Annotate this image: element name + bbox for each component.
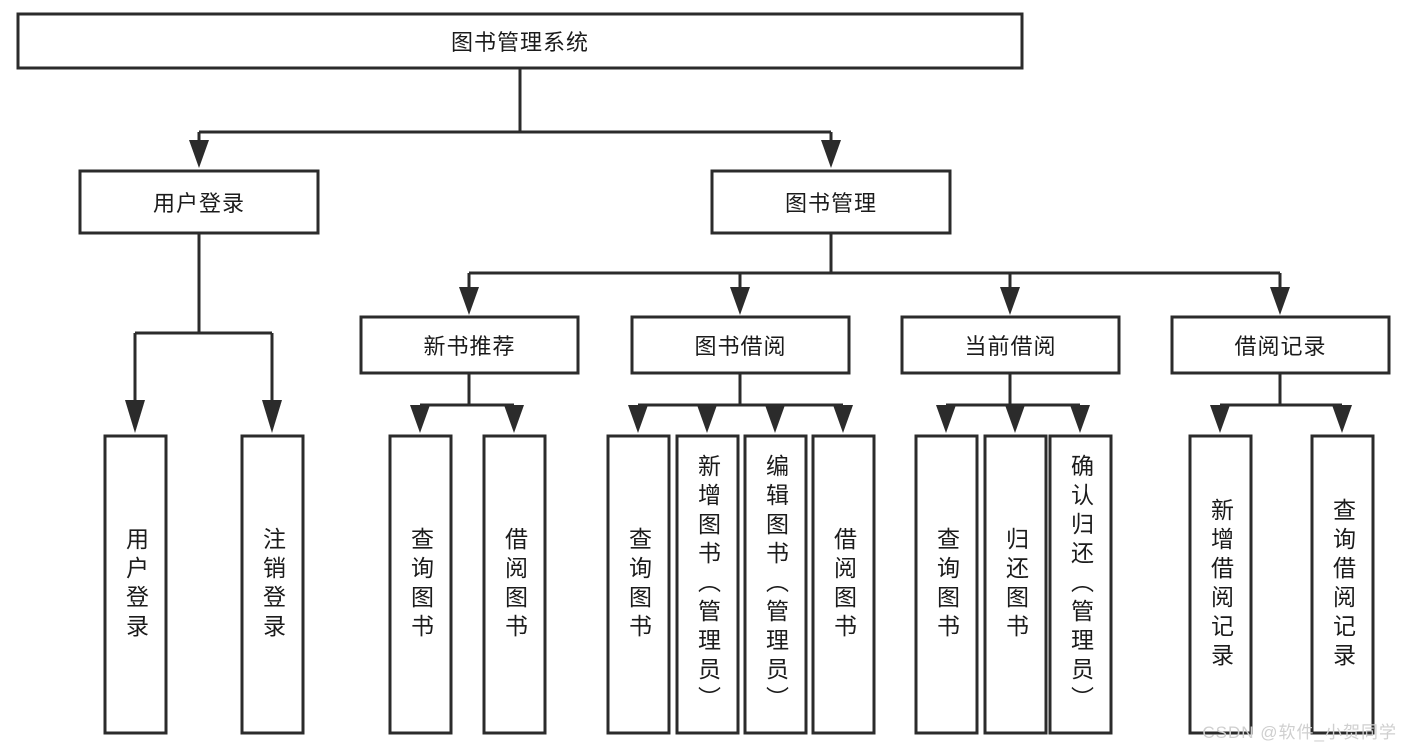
node-box-user-login[interactable] [78,169,320,235]
node-rect-layer [16,12,1391,735]
arrow-head-d2 [1005,405,1025,433]
node-box-b2[interactable] [482,434,547,735]
node-box-borrow[interactable] [630,315,851,375]
node-box-b1[interactable] [388,434,453,735]
arrow-head-record [1270,287,1290,315]
arrow-head-c2 [697,405,717,433]
node-box-a2[interactable] [240,434,305,735]
arrow-head-b1 [410,405,430,433]
arrow-head-book-manage [821,140,841,168]
node-box-d1[interactable] [914,434,979,735]
arrow-head-current [1000,287,1020,315]
watermark-text: CSDN @软件_小贺同学 [1202,723,1397,742]
node-box-c4[interactable] [811,434,876,735]
arrow-head-b2 [504,405,524,433]
node-box-root[interactable] [16,12,1024,70]
node-box-e1[interactable] [1188,434,1253,735]
node-box-book-manage[interactable] [710,169,952,235]
edge-layer [125,68,1352,433]
arrow-head-e1 [1210,405,1230,433]
node-box-c1[interactable] [606,434,671,735]
arrow-head-new-book [459,287,479,315]
node-box-d2[interactable] [983,434,1048,735]
arrow-head-c1 [628,405,648,433]
arrow-head-borrow [730,287,750,315]
arrow-head-c3 [765,405,785,433]
arrow-head-d1 [936,405,956,433]
node-box-e2[interactable] [1310,434,1375,735]
arrow-head-d3 [1070,405,1090,433]
arrow-head-a1 [125,400,145,433]
node-box-a1[interactable] [103,434,168,735]
node-box-c3[interactable] [743,434,808,735]
arrow-head-c4 [833,405,853,433]
arrow-head-user-login [189,140,209,168]
node-box-record[interactable] [1170,315,1391,375]
node-box-c2[interactable] [675,434,740,735]
arrow-head-a2 [262,400,282,433]
node-box-current[interactable] [900,315,1121,375]
node-box-new-book[interactable] [359,315,580,375]
arrow-head-e2 [1332,405,1352,433]
node-box-d3[interactable] [1048,434,1113,735]
